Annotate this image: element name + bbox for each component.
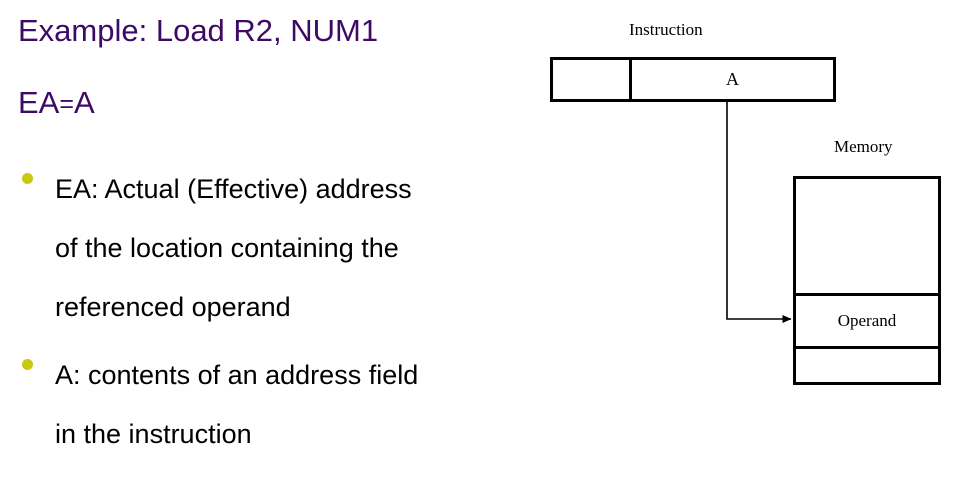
memory-box: Operand	[793, 176, 941, 385]
bullet-dot-icon	[22, 173, 33, 184]
subtitle-equals-sign: =	[59, 90, 74, 118]
instruction-address-cell: A	[632, 60, 833, 99]
bullet-line: of the location containing the	[55, 233, 399, 263]
bullet-line: referenced operand	[55, 292, 291, 322]
subtitle-a: A	[73, 85, 95, 120]
subtitle-ea: EA	[18, 85, 60, 120]
bullet-row: referenced operand	[18, 278, 538, 337]
bullet-line: A: contents of an address field	[55, 360, 419, 390]
bullet-row: in the instruction	[18, 405, 538, 464]
arrow-path	[726, 102, 792, 323]
instruction-opcode-cell	[553, 60, 632, 99]
bullet-row: EA: Actual (Effective) address	[18, 160, 538, 219]
memory-label: Memory	[834, 137, 893, 156]
bullet-row: A: contents of an address field	[18, 346, 538, 405]
bullet-line: in the instruction	[55, 419, 252, 449]
list-item: EA: Actual (Effective) address of the lo…	[18, 160, 538, 337]
bullet-row: of the location containing the	[18, 219, 538, 278]
instruction-address-value: A	[726, 69, 739, 89]
instruction-label: Instruction	[629, 20, 703, 39]
subtitle-ea-equals-a: EA=A	[18, 85, 95, 121]
bullet-dot-icon	[22, 359, 33, 370]
bullet-line: EA: Actual (Effective) address	[55, 174, 412, 204]
addressing-mode-diagram: Instruction A Memory Operand	[520, 0, 954, 420]
memory-row-operand: Operand	[796, 296, 938, 349]
memory-row-empty-bottom	[796, 349, 938, 382]
page-title: Example: Load R2, NUM1	[18, 13, 379, 48]
memory-row-empty-top	[796, 179, 938, 296]
instruction-box: A	[550, 57, 836, 102]
list-item: A: contents of an address field in the i…	[18, 346, 538, 464]
